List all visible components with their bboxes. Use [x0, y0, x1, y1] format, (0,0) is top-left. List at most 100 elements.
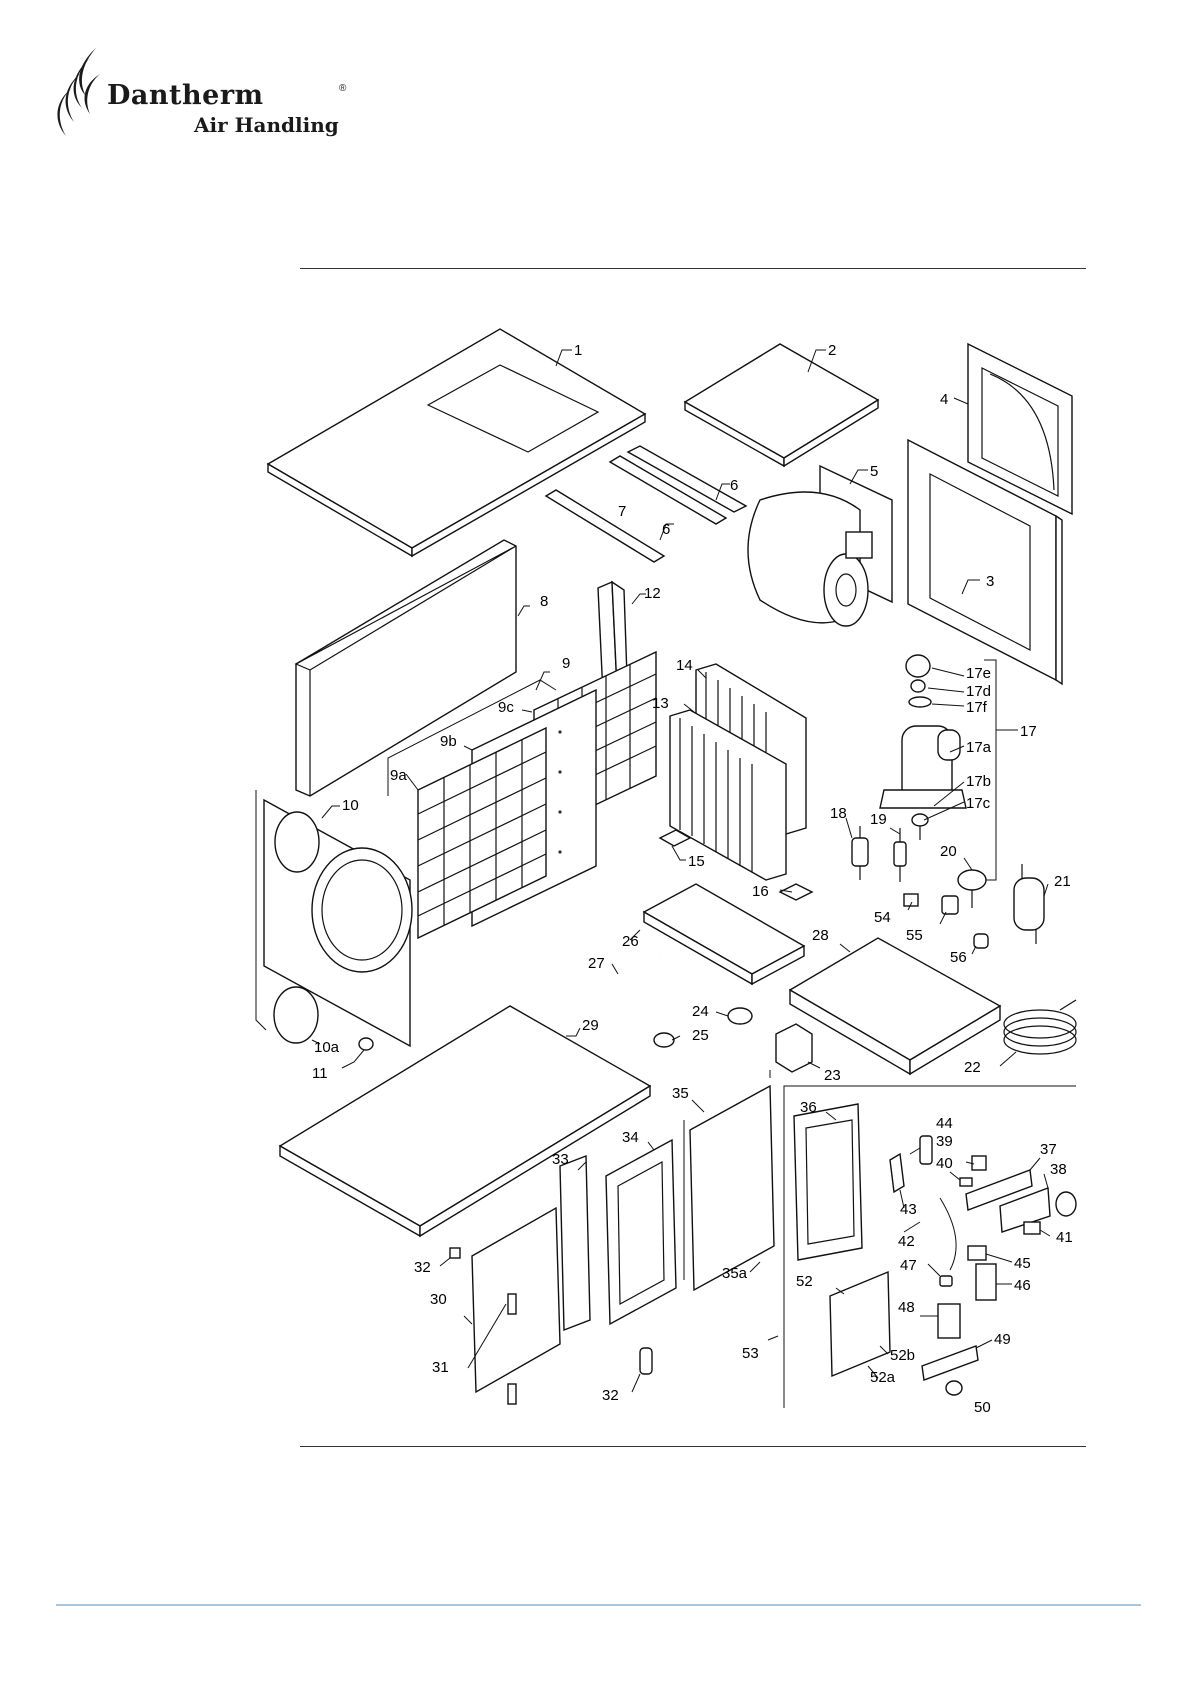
label-part-31: 31: [432, 1359, 449, 1376]
label-part-24: 24: [692, 1003, 709, 1020]
label-part-9c: 9c: [498, 699, 514, 716]
label-part-9b: 9b: [440, 733, 457, 750]
label-part-10a: 10a: [314, 1039, 340, 1056]
label-part-34: 34: [622, 1129, 639, 1146]
label-part-32-left: 32: [414, 1259, 431, 1276]
label-part-37: 37: [1040, 1141, 1057, 1158]
label-part-10: 10: [342, 797, 359, 814]
label-part-20: 20: [940, 843, 957, 860]
label-part-50: 50: [974, 1399, 991, 1416]
label-part-2: 2: [828, 342, 836, 359]
part-19-valve: [894, 828, 906, 882]
label-part-17f: 17f: [966, 699, 988, 716]
part-24-capacitor: [728, 1008, 752, 1024]
label-part-39: 39: [936, 1133, 953, 1150]
part-7-rail: [546, 490, 664, 562]
part-21-receiver: [1014, 864, 1044, 944]
label-part-38: 38: [1050, 1161, 1067, 1178]
label-part-1: 1: [574, 342, 582, 359]
label-part-11: 11: [312, 1065, 328, 1082]
label-part-25: 25: [692, 1027, 709, 1044]
label-part-27: 27: [588, 955, 605, 972]
label-part-16: 16: [752, 883, 769, 900]
part-41-connector: [1024, 1222, 1040, 1234]
label-part-48: 48: [898, 1299, 915, 1316]
part-45-module: [968, 1246, 986, 1260]
label-part-41: 41: [1056, 1229, 1073, 1246]
label-part-14: 14: [676, 657, 693, 674]
label-part-6-lower: 6: [662, 521, 670, 538]
label-part-19: 19: [870, 811, 887, 828]
part-10a-cover: [274, 987, 318, 1043]
label-part-5: 5: [870, 463, 878, 480]
label-part-55: 55: [906, 927, 923, 944]
part-23-junction-box: [776, 1024, 812, 1072]
part-36-control-box: [794, 1104, 862, 1260]
part-5-fan: [748, 466, 892, 626]
label-part-44: 44: [936, 1115, 953, 1132]
label-part-8: 8: [540, 593, 548, 610]
label-part-13: 13: [652, 695, 669, 712]
part-39-switch: [972, 1156, 986, 1170]
label-part-53: 53: [742, 1345, 759, 1362]
part-22-coil: [1004, 1000, 1076, 1054]
label-part-47: 47: [900, 1257, 917, 1274]
label-part-12: 12: [644, 585, 661, 602]
part-42-cable: [940, 1198, 956, 1270]
label-part-45: 45: [1014, 1255, 1031, 1272]
label-part-17c: 17c: [966, 795, 991, 812]
part-49-strip: [922, 1346, 978, 1380]
label-part-46: 46: [1014, 1277, 1031, 1294]
label-part-52: 52: [796, 1273, 813, 1290]
label-part-22: 22: [964, 1059, 981, 1076]
part-46-transformer: [976, 1264, 996, 1300]
part-11-grommet: [359, 1038, 373, 1050]
part-16-clip: [780, 884, 812, 900]
label-part-42: 42: [898, 1233, 915, 1250]
label-part-7: 7: [618, 503, 626, 520]
label-part-32-right: 32: [602, 1387, 619, 1404]
label-part-33: 33: [552, 1151, 569, 1168]
label-part-49: 49: [994, 1331, 1011, 1348]
label-part-17a: 17a: [966, 739, 992, 756]
part-28-base-tray: [790, 938, 1000, 1074]
part-26-drip-tray: [644, 884, 804, 984]
label-part-30: 30: [430, 1291, 447, 1308]
label-part-36: 36: [800, 1099, 817, 1116]
part-25-capacitor: [654, 1033, 674, 1047]
label-part-4: 4: [940, 391, 948, 408]
label-part-52a: 52a: [870, 1369, 896, 1386]
label-part-35: 35: [672, 1085, 689, 1102]
part-6-rails: [610, 446, 746, 524]
part-43-bracket: [890, 1154, 904, 1192]
footer-rule: [56, 1604, 1141, 1606]
label-part-29: 29: [582, 1017, 599, 1034]
part-47-plug: [940, 1276, 952, 1286]
part-40-fuse: [960, 1178, 972, 1186]
part-33-post: [560, 1156, 590, 1330]
label-part-9: 9: [562, 655, 570, 672]
label-part-15: 15: [688, 853, 705, 870]
label-part-17d: 17d: [966, 683, 991, 700]
label-part-56: 56: [950, 949, 967, 966]
label-part-35a: 35a: [722, 1265, 748, 1282]
label-part-52b: 52b: [890, 1347, 915, 1364]
part-50-gland: [946, 1381, 962, 1395]
label-part-18: 18: [830, 805, 847, 822]
label-part-28: 28: [812, 927, 829, 944]
part-55-sensor: [942, 896, 958, 914]
part-9a-filter: [418, 728, 546, 938]
label-part-21: 21: [1054, 873, 1071, 890]
label-part-40: 40: [936, 1155, 953, 1172]
label-part-54: 54: [874, 909, 891, 926]
part-35-panel: [684, 1070, 774, 1290]
label-part-26: 26: [622, 933, 639, 950]
label-part-17b: 17b: [966, 773, 991, 790]
part-2-top-cover: [685, 344, 878, 466]
label-part-6-upper: 6: [730, 477, 738, 494]
part-34-filter-frame: [606, 1140, 676, 1324]
part-48-terminal-block: [938, 1304, 960, 1338]
label-part-17: 17: [1020, 723, 1037, 740]
part-20-pressure-switch: [958, 870, 986, 908]
